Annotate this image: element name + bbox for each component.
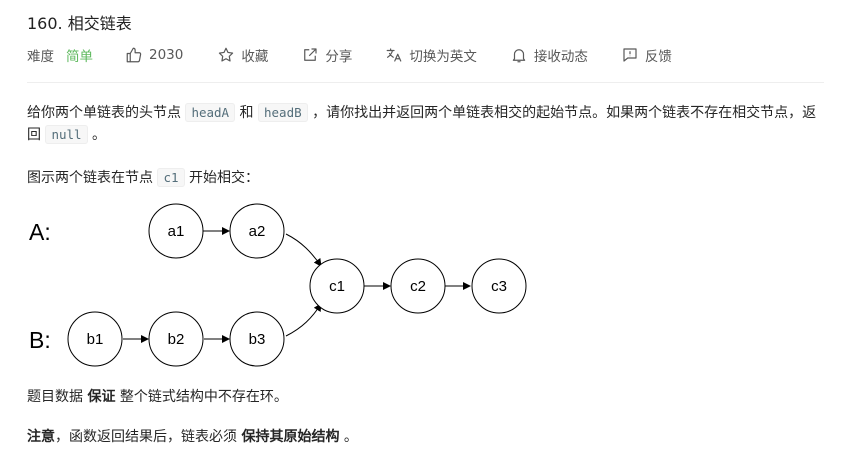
bold-guarantee: 保证 <box>87 389 116 405</box>
translate-icon <box>387 48 402 62</box>
problem-title: 160. 相交链表 <box>27 14 132 33</box>
node-b1-label: b1 <box>87 331 104 348</box>
node-c3-label: c3 <box>491 278 507 295</box>
node-a2: a2 <box>229 203 285 259</box>
node-b1: b1 <box>67 311 123 367</box>
share-icon <box>304 48 317 61</box>
node-b3: b3 <box>229 311 285 367</box>
notify-button[interactable]: 接收动态 <box>510 45 588 65</box>
bell-icon <box>512 49 526 63</box>
text: 。 <box>339 429 358 445</box>
node-c3: c3 <box>471 258 527 314</box>
node-c2-label: c2 <box>410 278 426 295</box>
node-c1-label: c1 <box>329 278 345 295</box>
list-b-label: B: <box>29 327 51 353</box>
like-count: 2030 <box>149 47 184 63</box>
bold-note: 注意 <box>27 429 55 445</box>
node-b2-label: b2 <box>168 331 185 348</box>
notify-label: 接收动态 <box>533 49 588 65</box>
text: ，请你找出并返回两个单链表相交的起始节点。如果两个链表不存在相交节点，返回 <box>27 105 817 143</box>
star-icon <box>219 47 234 62</box>
feedback-button[interactable]: 反馈 <box>621 45 672 65</box>
share-button[interactable]: 分享 <box>301 45 352 65</box>
difficulty-value: 简单 <box>66 49 93 65</box>
bold-keep-structure: 保持其原始结构 <box>241 429 340 445</box>
favorite-label: 收藏 <box>241 49 269 65</box>
text: 整个链式结构中不存在环。 <box>115 389 288 405</box>
text: 和 <box>235 105 258 121</box>
node-a1-label: a1 <box>168 223 185 240</box>
edge-a2-c1 <box>285 233 322 267</box>
problem-meta-bar: 难度 简单 2030 收藏 分享 切换为英文 <box>27 44 672 66</box>
text: 图示两个链表在节点 <box>27 170 158 186</box>
text: 题目数据 <box>27 389 88 405</box>
thumbs-up-icon <box>126 47 142 63</box>
difficulty: 难度 简单 <box>27 45 93 65</box>
node-b3-label: b3 <box>249 331 266 348</box>
node-a1: a1 <box>148 203 204 259</box>
description-paragraph-1: 给你两个单链表的头节点 headA 和 headB ，请你找出并返回两个单链表相… <box>27 102 827 146</box>
linked-list-diagram: A: B: a1 a2 b1 b2 b3 c1 c2 c3 <box>29 203 527 367</box>
feedback-icon <box>623 48 637 62</box>
translate-button[interactable]: 切换为英文 <box>385 45 477 65</box>
description-paragraph-3: 题目数据 保证 整个链式结构中不存在环。 <box>27 386 827 408</box>
description-paragraph-4: 注意，函数返回结果后，链表必须 保持其原始结构 。 <box>27 426 827 448</box>
code-headA: headA <box>185 103 236 122</box>
node-b2: b2 <box>148 311 204 367</box>
text: ，函数返回结果后，链表必须 <box>55 429 242 445</box>
node-a2-label: a2 <box>249 223 266 240</box>
code-null: null <box>45 125 88 144</box>
edge-b3-c1 <box>285 303 322 337</box>
feedback-label: 反馈 <box>644 49 672 65</box>
node-c2: c2 <box>390 258 446 314</box>
difficulty-label: 难度 <box>27 49 54 65</box>
text: 。 <box>87 127 107 143</box>
code-headB: headB <box>258 103 308 122</box>
list-a-label: A: <box>29 219 51 245</box>
text: 开始相交： <box>184 170 259 186</box>
translate-label: 切换为英文 <box>409 49 477 65</box>
share-label: 分享 <box>325 49 353 65</box>
text: 给你两个单链表的头节点 <box>27 105 186 121</box>
code-c1: c1 <box>157 168 185 187</box>
header-divider <box>27 82 824 83</box>
description-paragraph-2: 图示两个链表在节点 c1 开始相交： <box>27 167 827 189</box>
like-button[interactable]: 2030 <box>125 46 183 64</box>
node-c1: c1 <box>309 258 365 314</box>
favorite-button[interactable]: 收藏 <box>217 45 268 65</box>
